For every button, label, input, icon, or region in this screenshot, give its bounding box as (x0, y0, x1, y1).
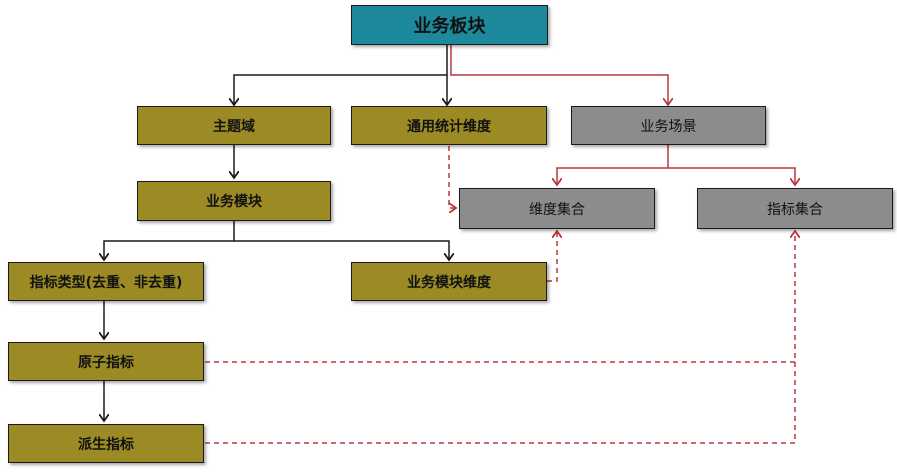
root-label: 业务板块 (413, 16, 486, 37)
edge-scenario-to-sets (557, 145, 669, 184)
edge-root-to-scenario (450, 45, 668, 104)
node-business-module: 业务模块 (137, 181, 331, 221)
edge-moddim-to-dimset (547, 232, 557, 282)
node-derived-metric: 派生指标 (8, 424, 204, 463)
node-atomic-metric: 原子指标 (8, 342, 204, 381)
edge-derived-to-metricset (205, 232, 795, 444)
node-metric-set: 指标集合 (697, 188, 893, 229)
node-label: 通用统计维度 (407, 118, 491, 135)
edge-scenario-to-metricset (668, 167, 795, 184)
edge-module-to-moddim (234, 240, 449, 259)
node-label: 指标集合 (767, 201, 823, 218)
node-label: 主题域 (213, 118, 255, 135)
node-label: 派生指标 (78, 436, 134, 453)
node-dimension-set: 维度集合 (459, 188, 655, 229)
node-label: 维度集合 (529, 201, 585, 218)
node-label: 业务模块 (206, 194, 262, 210)
node-label: 业务场景 (640, 118, 697, 135)
edge-common-to-dimset (448, 146, 455, 208)
node-subject-domain: 主题域 (137, 106, 331, 145)
node-label: 业务模块维度 (407, 274, 491, 291)
edge-module-to-children (104, 221, 235, 259)
edge-root-to-subject (234, 45, 448, 104)
node-module-dimension: 业务模块维度 (351, 262, 547, 301)
node-label: 原子指标 (78, 354, 134, 371)
node-business-scenario: 业务场景 (571, 106, 766, 145)
node-metric-type: 指标类型(去重、非去重) (8, 262, 204, 301)
node-label: 指标类型(去重、非去重) (29, 274, 183, 291)
root-node: 业务板块 (351, 5, 548, 45)
node-common-dimension: 通用统计维度 (351, 106, 547, 145)
